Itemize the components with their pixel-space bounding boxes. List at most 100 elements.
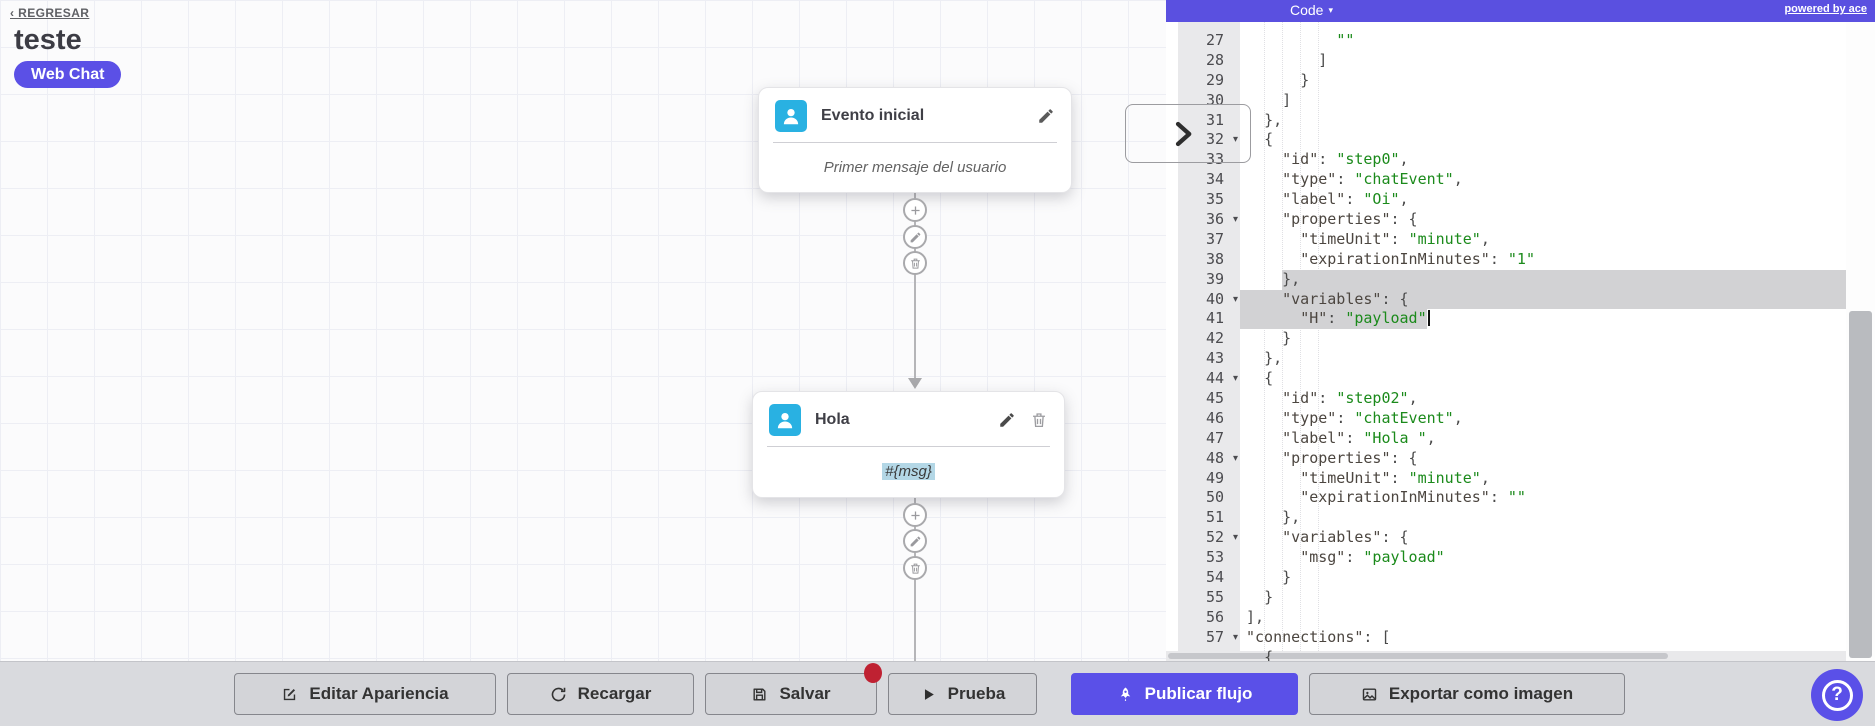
node-evento-inicial[interactable]: Evento inicial Primer mensaje del usuari… bbox=[758, 87, 1072, 193]
code-line[interactable]: 35 "label": "Oi", bbox=[1205, 190, 1409, 209]
line-number[interactable]: 36 bbox=[1205, 210, 1224, 229]
line-number[interactable]: 42 bbox=[1205, 329, 1224, 348]
horizontal-scrollbar-thumb[interactable] bbox=[1168, 653, 1668, 659]
delete-step-button[interactable] bbox=[903, 556, 927, 580]
code-line[interactable]: 46 "type": "chatEvent", bbox=[1205, 408, 1463, 427]
fold-toggle-icon[interactable]: ▾ bbox=[1232, 452, 1238, 464]
line-number[interactable]: 27 bbox=[1205, 31, 1224, 49]
line-number[interactable]: 40 bbox=[1205, 289, 1224, 308]
delete-step-button[interactable] bbox=[903, 251, 927, 275]
fold-toggle-icon[interactable]: ▾ bbox=[1232, 214, 1238, 226]
line-number[interactable]: 55 bbox=[1205, 587, 1224, 606]
add-step-button[interactable] bbox=[903, 198, 927, 222]
code-line[interactable]: 33 "id": "step0", bbox=[1205, 150, 1409, 169]
connector-line bbox=[914, 193, 916, 379]
edit-step-button[interactable] bbox=[903, 225, 927, 249]
back-link[interactable]: ‹ REGRESAR bbox=[10, 6, 90, 20]
edit-icon[interactable] bbox=[998, 411, 1016, 429]
line-number[interactable]: 28 bbox=[1205, 50, 1224, 69]
vertical-scrollbar[interactable] bbox=[1846, 22, 1875, 661]
code-line[interactable]: 47 "label": "Hola ", bbox=[1205, 428, 1436, 447]
code-line[interactable]: 32▾ { bbox=[1205, 130, 1274, 149]
code-line[interactable]: 36▾ "properties": { bbox=[1205, 210, 1418, 229]
line-number[interactable]: 41 bbox=[1205, 309, 1224, 328]
node-hola[interactable]: Hola #{msg} bbox=[752, 391, 1065, 498]
code-editor[interactable]: 27 ""28 ]29 }30 ]31 },32▾ {33 "id": "ste… bbox=[1166, 22, 1846, 661]
line-number[interactable]: 46 bbox=[1205, 408, 1224, 427]
line-number[interactable]: 47 bbox=[1205, 428, 1224, 447]
code-line[interactable]: 55 } bbox=[1205, 587, 1274, 606]
code-line[interactable]: 53 "msg": "payload" bbox=[1205, 548, 1445, 567]
channel-badge: Web Chat bbox=[14, 61, 122, 88]
line-number[interactable]: 56 bbox=[1205, 607, 1224, 626]
delete-icon[interactable] bbox=[1030, 411, 1048, 429]
horizontal-scrollbar[interactable] bbox=[1166, 651, 1846, 661]
code-line[interactable]: 39 }, bbox=[1166, 269, 1846, 290]
line-number[interactable]: 34 bbox=[1205, 170, 1224, 189]
code-line[interactable]: 27 "" bbox=[1205, 31, 1355, 49]
edit-step-button[interactable] bbox=[903, 529, 927, 553]
line-number[interactable]: 35 bbox=[1205, 190, 1224, 209]
reload-button[interactable]: Recargar bbox=[507, 673, 694, 715]
code-line[interactable]: 41 "H": "payload" bbox=[1166, 309, 1846, 330]
node-body-text: Primer mensaje del usuario bbox=[823, 158, 1007, 176]
line-number[interactable]: 53 bbox=[1205, 548, 1224, 567]
help-button[interactable]: ? bbox=[1811, 669, 1863, 721]
line-number[interactable]: 52 bbox=[1205, 528, 1224, 547]
code-line[interactable]: 50 "expirationInMinutes": "" bbox=[1205, 488, 1526, 507]
code-line[interactable]: 30 ] bbox=[1205, 90, 1292, 109]
export-image-button[interactable]: Exportar como imagen bbox=[1309, 673, 1625, 715]
add-step-button[interactable] bbox=[903, 503, 927, 527]
code-line[interactable]: 40▾ "variables": { bbox=[1166, 289, 1846, 310]
node-header: Evento inicial bbox=[759, 88, 1071, 142]
line-number[interactable]: 33 bbox=[1205, 150, 1224, 169]
code-line[interactable]: 48▾ "properties": { bbox=[1205, 448, 1418, 467]
fold-toggle-icon[interactable]: ▾ bbox=[1232, 631, 1238, 643]
code-line[interactable]: 56], bbox=[1205, 607, 1265, 626]
vertical-scrollbar-thumb[interactable] bbox=[1849, 311, 1872, 658]
code-line[interactable]: 54 } bbox=[1205, 568, 1292, 587]
fold-toggle-icon[interactable]: ▾ bbox=[1232, 293, 1238, 305]
code-editor-lines: 27 ""28 ]29 }30 ]31 },32▾ {33 "id": "ste… bbox=[1166, 31, 1846, 661]
line-number[interactable]: 49 bbox=[1205, 468, 1224, 487]
code-line[interactable]: 31 }, bbox=[1205, 110, 1283, 129]
save-button[interactable]: Salvar bbox=[705, 673, 877, 715]
line-number[interactable]: 57 bbox=[1205, 627, 1224, 646]
fold-toggle-icon[interactable]: ▾ bbox=[1232, 134, 1238, 146]
fold-toggle-icon[interactable]: ▾ bbox=[1232, 532, 1238, 544]
code-line[interactable]: 57▾"connections": [ bbox=[1205, 627, 1391, 646]
publish-flow-button[interactable]: Publicar flujo bbox=[1071, 673, 1298, 715]
line-number[interactable]: 50 bbox=[1205, 488, 1224, 507]
fold-toggle-icon[interactable]: ▾ bbox=[1232, 373, 1238, 385]
code-line[interactable]: 42 } bbox=[1205, 329, 1292, 348]
code-line[interactable]: 34 "type": "chatEvent", bbox=[1205, 170, 1463, 189]
code-line[interactable]: 37 "timeUnit": "minute", bbox=[1205, 229, 1490, 248]
code-line[interactable]: 38 "expirationInMinutes": "1" bbox=[1205, 249, 1535, 268]
line-number[interactable]: 29 bbox=[1205, 70, 1224, 89]
line-number[interactable]: 31 bbox=[1205, 110, 1224, 129]
edit-icon[interactable] bbox=[1037, 107, 1055, 125]
line-number[interactable]: 51 bbox=[1205, 508, 1224, 527]
collapse-panel-button[interactable] bbox=[1125, 104, 1251, 163]
line-number[interactable]: 48 bbox=[1205, 448, 1224, 467]
code-line[interactable]: 51 }, bbox=[1205, 508, 1301, 527]
code-mode-dropdown[interactable]: Code▾ bbox=[1290, 2, 1333, 18]
line-number[interactable]: 37 bbox=[1205, 229, 1224, 248]
code-line[interactable]: 52▾ "variables": { bbox=[1205, 528, 1409, 547]
test-button[interactable]: Prueba bbox=[888, 673, 1037, 715]
powered-by-ace-link[interactable]: powered by ace bbox=[1784, 3, 1867, 15]
code-line[interactable]: 45 "id": "step02", bbox=[1205, 389, 1418, 408]
code-line[interactable]: 44▾ { bbox=[1205, 369, 1274, 388]
code-line[interactable]: 28 ] bbox=[1205, 50, 1328, 69]
code-line[interactable]: 29 } bbox=[1205, 70, 1310, 89]
line-number[interactable]: 54 bbox=[1205, 568, 1224, 587]
line-number[interactable]: 43 bbox=[1205, 349, 1224, 368]
line-number[interactable]: 38 bbox=[1205, 249, 1224, 268]
line-number[interactable]: 32 bbox=[1205, 130, 1224, 149]
line-number[interactable]: 44 bbox=[1205, 369, 1224, 388]
line-number[interactable]: 39 bbox=[1205, 269, 1224, 288]
code-line[interactable]: 43 }, bbox=[1205, 349, 1283, 368]
edit-appearance-button[interactable]: Editar Apariencia bbox=[234, 673, 496, 715]
line-number[interactable]: 45 bbox=[1205, 389, 1224, 408]
code-line[interactable]: 49 "timeUnit": "minute", bbox=[1205, 468, 1490, 487]
